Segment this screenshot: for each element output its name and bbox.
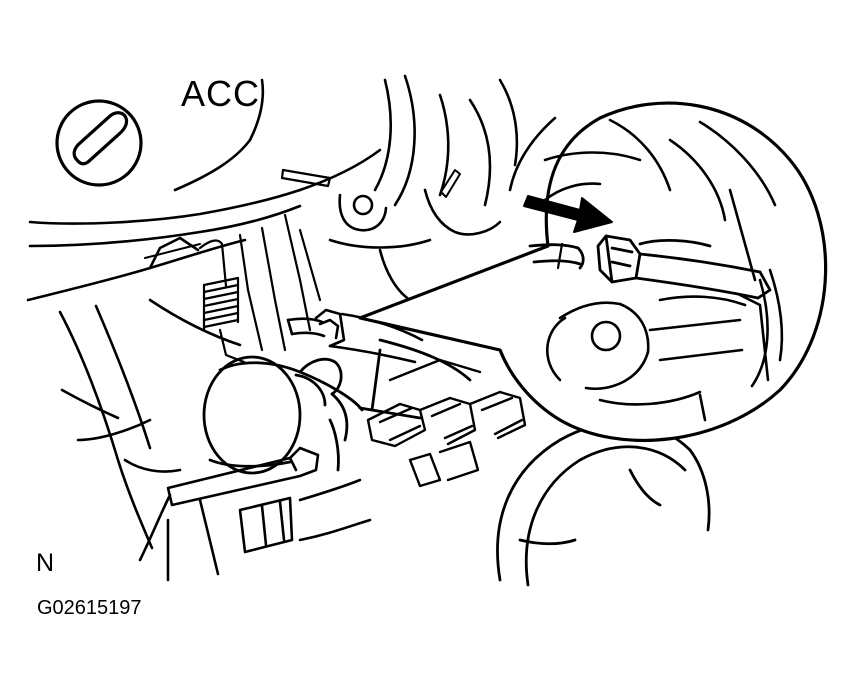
steering-column-tube [204, 340, 470, 473]
detail-view-lines [545, 120, 782, 420]
side-marker-label: N [36, 549, 55, 577]
acc-position-label: ACC [181, 73, 261, 114]
figure-code-label: G02615197 [37, 597, 142, 619]
instrument-panel-lines [30, 76, 555, 300]
return-spring [200, 215, 320, 362]
steering-wheel-hub [498, 423, 710, 585]
lever-bracket [168, 448, 370, 580]
detail-callout [360, 103, 826, 440]
lower-column-cover [28, 238, 245, 560]
pull-direction-arrow-icon [524, 196, 612, 232]
ignition-key-slot-icon [57, 101, 141, 185]
detail-cable-and-clip [530, 236, 770, 298]
